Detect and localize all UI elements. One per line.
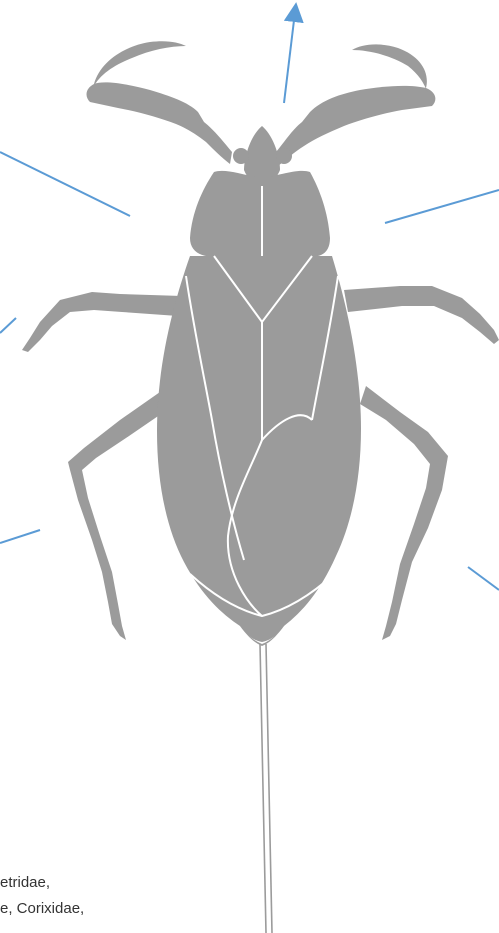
right-hind-leg [360, 386, 448, 640]
pointer-line-mid-left [0, 318, 16, 333]
breathing-siphon [260, 644, 272, 933]
left-foreleg [87, 82, 232, 164]
siphon-left [260, 644, 266, 933]
pointer-line-lower-left [0, 530, 40, 543]
insect-silhouette [22, 41, 499, 646]
right-foreleg [276, 86, 435, 166]
siphon-right [266, 644, 272, 933]
pointer-line-upper-left [0, 152, 130, 216]
pointer-line-upper-right [385, 190, 499, 223]
pointer-arrow-top [284, 12, 295, 103]
left-middle-leg [22, 292, 182, 352]
pointer-line-lower-right [468, 567, 499, 590]
right-eye [276, 148, 292, 164]
caption-line-1: etridae, [0, 874, 50, 891]
caption-line-2: e, Corixidae, [0, 900, 84, 917]
left-hind-leg [68, 392, 164, 640]
pronotum [190, 171, 330, 256]
left-eye [233, 148, 249, 164]
right-middle-leg [344, 286, 499, 344]
